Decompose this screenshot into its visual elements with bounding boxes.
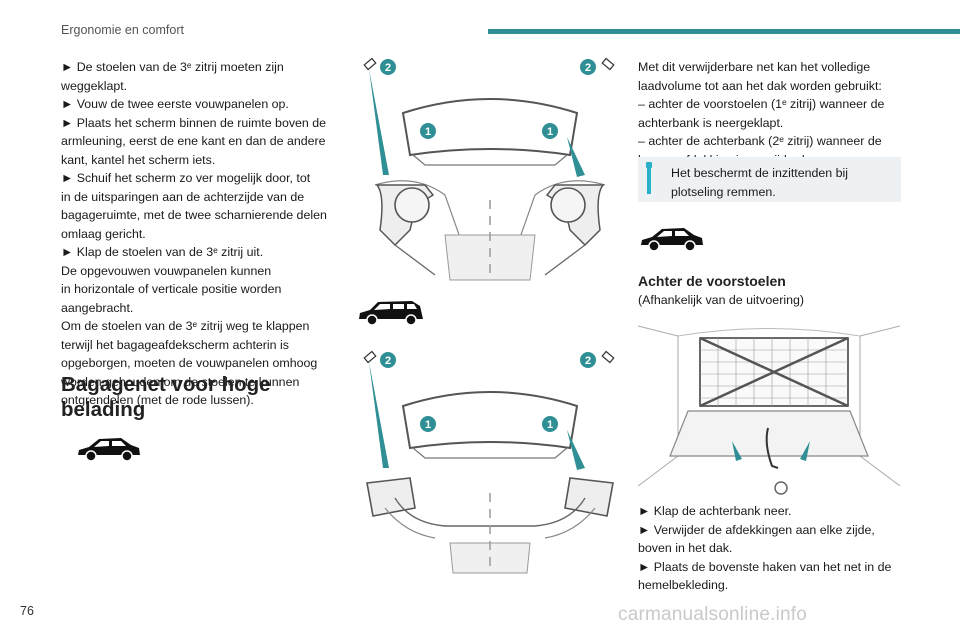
text-line: worden gehouden om de stoelen te kunnen <box>61 374 300 389</box>
text-line: Om de stoelen van de 3ᵉ zitrij weg te kl… <box>61 319 310 333</box>
step-line: boven in het dak. <box>638 541 733 555</box>
info-note: Het beschermt de inzittenden bij plotsel… <box>638 157 901 202</box>
callout-label: 2 <box>385 62 391 74</box>
header-accent-bar <box>488 29 960 34</box>
text-line: bagageruimte, met de twee scharnierende … <box>61 208 327 222</box>
step-line: hemelbekleding. <box>638 578 729 592</box>
heading-line: belading <box>61 398 146 421</box>
info-icon-bar <box>647 168 651 194</box>
text-line: opgeborgen, moeten de vouwpanelen omhoog <box>61 356 318 370</box>
text-line: armleuning, eerst de ene kant en dan de … <box>61 134 326 148</box>
text-line: weggeklapt. <box>61 78 128 93</box>
callout-label: 1 <box>425 419 431 431</box>
callout-2 <box>380 352 396 368</box>
text-line: ► Schuif het scherm zo ver mogelijk door… <box>61 171 311 185</box>
text-line: terwijl het bagageafdekscherm achterin i… <box>61 337 289 352</box>
callout-label: 2 <box>585 355 591 367</box>
callout-1 <box>420 416 436 432</box>
callout-label: 1 <box>547 419 553 431</box>
text-line: ontgrendelen (met de rode lussen). <box>61 393 254 407</box>
callout-1 <box>542 123 558 139</box>
info-icon <box>646 162 652 168</box>
cargo-cover-diagram-top: 2 2 1 1 <box>363 57 615 281</box>
callout-label: 2 <box>385 355 391 367</box>
callout-label: 1 <box>425 126 431 138</box>
callout-label: 2 <box>585 62 591 74</box>
watermark: carmanualsonline.info <box>618 604 808 625</box>
column-left: ► De stoelen van de 3ᵉ zitrij moeten zij… <box>61 58 339 410</box>
callout-1 <box>542 416 558 432</box>
text-line: omlaag gericht. <box>61 226 146 241</box>
text-line: ► Plaats het scherm binnen de ruimte bov… <box>61 115 327 130</box>
callout-label: 1 <box>547 126 553 138</box>
text-line: De opgevouwen vouwpanelen kunnen <box>61 263 272 278</box>
subheading-note: (Afhankelijk van de uitvoering) <box>638 293 804 307</box>
text-line: ► Vouw de twee eerste vouwpanelen op. <box>61 97 289 111</box>
text-line: in de uitsparingen aan de achterzijde va… <box>61 189 305 204</box>
callout-2 <box>580 59 596 75</box>
step-line: ► Verwijder de afdekkingen aan elke zijd… <box>638 522 875 537</box>
subheading: Achter de voorstoelen <box>638 273 786 289</box>
page-number: 76 <box>20 604 34 618</box>
suv-car-icon <box>641 228 703 252</box>
text-line: laadvolume tot aan het dak worden gebrui… <box>638 78 882 93</box>
callout-2 <box>580 352 596 368</box>
text-line: Met dit verwijderbare net kan het volled… <box>638 60 871 74</box>
text-line: – achter de voorstoelen (1ᵉ zitrij) wann… <box>638 97 885 111</box>
text-line: ► Klap de stoelen van de 3ᵉ zitrij uit. <box>61 245 264 259</box>
luggage-net-diagram <box>638 325 900 495</box>
text-line: achterbank is neergeklapt. <box>638 115 784 130</box>
suv-car-icon <box>78 438 140 462</box>
text-line: ► De stoelen van de 3ᵉ zitrij moeten zij… <box>61 60 284 74</box>
text-line: aangebracht. <box>61 300 134 315</box>
heading-line: Bagagenet voor hoge <box>61 373 271 396</box>
callout-2 <box>380 59 396 75</box>
cargo-cover-diagram-bottom: 2 2 1 1 <box>363 350 615 574</box>
step-line: ► Klap de achterbank neer. <box>638 504 792 518</box>
note-line: plotseling remmen. <box>671 184 776 199</box>
step-line: ► Plaats de bovenste haken van het net i… <box>638 559 892 574</box>
section-header: Ergonomie en comfort <box>61 23 184 37</box>
text-line: kant, kantel het scherm iets. <box>61 152 216 167</box>
callout-1 <box>420 123 436 139</box>
mpv-car-icon <box>359 301 423 326</box>
column-right: Met dit verwijderbare net kan het volled… <box>638 58 903 169</box>
steps-list: ► Klap de achterbank neer. ► Verwijder d… <box>638 502 903 595</box>
text-line: – achter de achterbank (2ᵉ zitrij) wanne… <box>638 134 882 148</box>
note-line: Het beschermt de inzittenden bij <box>671 166 849 180</box>
text-line: in horizontale of verticale positie word… <box>61 282 282 296</box>
section-heading: Bagagenet voor hoge belading <box>61 372 321 422</box>
